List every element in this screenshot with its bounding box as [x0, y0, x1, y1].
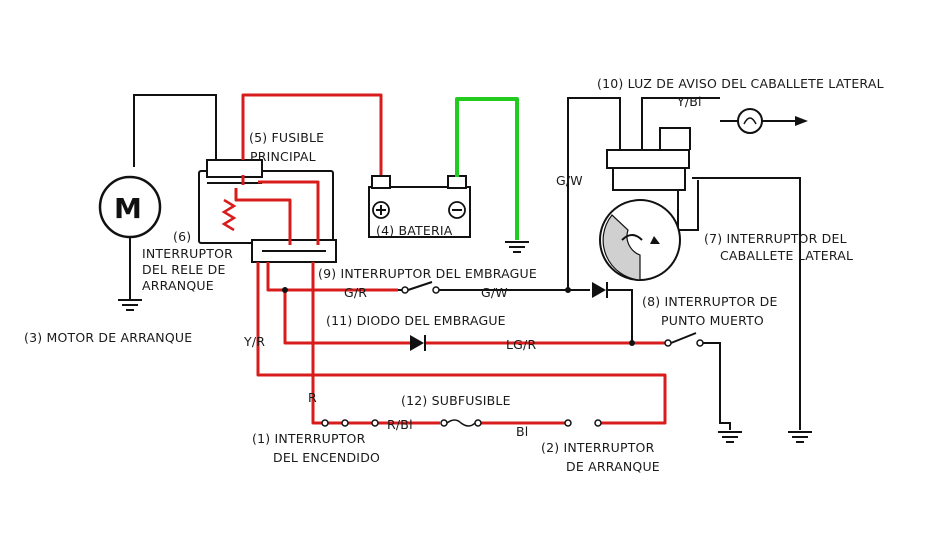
- label-lg-r: LG/R: [506, 337, 536, 352]
- starter-motor: M: [98, 94, 217, 311]
- label-luz-aviso: (10) LUZ DE AVISO DEL CABALLETE LATERAL: [597, 76, 884, 91]
- label-rele-3: DEL RELE DE: [142, 262, 226, 277]
- sidestand-ground-symbol: [788, 431, 812, 443]
- label-punto-muerto-1: (8) INTERRUPTOR DE: [642, 294, 778, 309]
- label-diodo: (11) DIODO DEL EMBRAGUE: [326, 313, 506, 328]
- label-fusible-1: (5) FUSIBLE: [249, 130, 324, 145]
- motor-ground-symbol: [118, 299, 142, 311]
- warning-lamp: [708, 97, 808, 134]
- label-rele-2: INTERRUPTOR: [142, 246, 233, 261]
- label-caballete-1: (7) INTERRUPTOR DEL: [704, 231, 847, 246]
- label-bateria: (4) BATERIA: [376, 223, 453, 238]
- label-arranque-2: DE ARRANQUE: [566, 459, 660, 474]
- label-arranque-1: (2) INTERRUPTOR: [541, 440, 655, 455]
- label-r: R: [308, 390, 317, 405]
- label-y-bl: Y/Bl: [676, 94, 702, 109]
- red-wires: [234, 93, 667, 425]
- label-g-w-mid: G/W: [481, 285, 508, 300]
- label-rele-4: ARRANQUE: [142, 278, 214, 293]
- black-wires: [282, 97, 801, 430]
- label-rele-1: (6): [173, 229, 191, 244]
- motor-symbol: M: [114, 192, 142, 225]
- label-motor-arranque: (3) MOTOR DE ARRANQUE: [24, 330, 192, 345]
- label-subfusible: (12) SUBFUSIBLE: [401, 393, 511, 408]
- label-encendido-2: DEL ENCENDIDO: [273, 450, 380, 465]
- side-stand-switch: [599, 149, 690, 281]
- label-r-bl: R/Bl: [387, 417, 413, 432]
- clutch-diode-symbol: [410, 335, 424, 351]
- battery-ground-wire: [455, 97, 519, 240]
- label-y-r: Y/R: [243, 334, 265, 349]
- label-caballete-2: CABALLETE LATERAL: [720, 248, 853, 263]
- battery: [368, 175, 471, 238]
- label-embrague: (9) INTERRUPTOR DEL EMBRAGUE: [318, 266, 537, 281]
- label-g-r: G/R: [344, 285, 367, 300]
- label-fusible-2: PRINCIPAL: [250, 149, 316, 164]
- neutral-ground-symbol: [718, 431, 742, 443]
- label-encendido-1: (1) INTERRUPTOR: [252, 431, 366, 446]
- label-punto-muerto-2: PUNTO MUERTO: [661, 313, 764, 328]
- label-bl: Bl: [516, 424, 528, 439]
- battery-ground-symbol: [505, 241, 529, 253]
- label-g-w-top: G/W: [556, 173, 583, 188]
- starter-relay: [198, 159, 337, 263]
